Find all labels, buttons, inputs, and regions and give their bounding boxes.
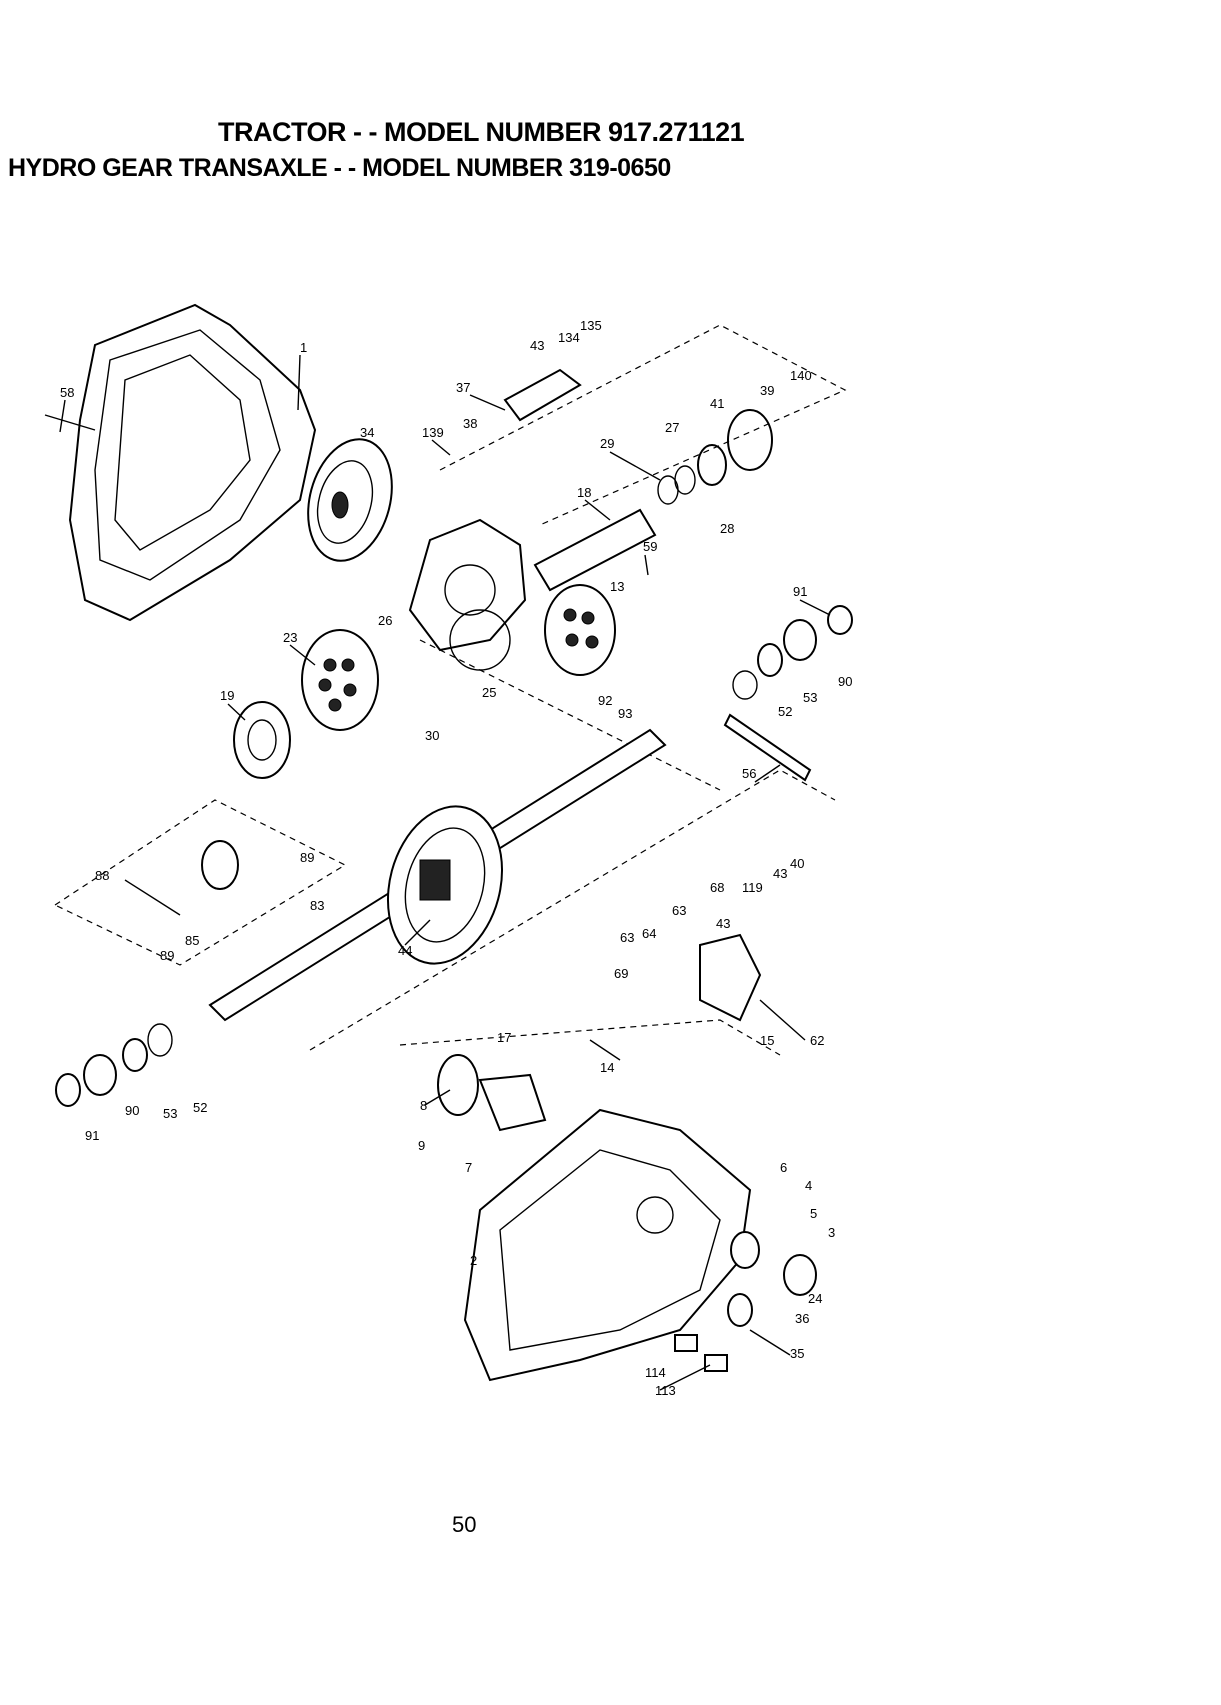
callout-140: 140 (790, 368, 812, 383)
callout-43: 43 (530, 338, 544, 353)
cylinder-block-13 (545, 585, 615, 675)
axle-washers-left (56, 1024, 172, 1106)
callout-18: 18 (577, 485, 591, 500)
pulley-34 (295, 430, 404, 570)
shaft-18 (535, 510, 655, 590)
cylinder-block-23 (302, 630, 378, 730)
axle-washers-right (733, 606, 852, 699)
callout-19: 19 (220, 688, 234, 703)
callout-83: 83 (310, 898, 324, 913)
callout-4: 4 (805, 1178, 812, 1193)
callout-30: 30 (425, 728, 439, 743)
callout-52: 52 (778, 704, 792, 719)
callout-36: 36 (795, 1311, 809, 1326)
center-section-26 (410, 520, 525, 670)
callout-135: 135 (580, 318, 602, 333)
callout-26: 26 (378, 613, 392, 628)
callout-89b: 89 (160, 948, 174, 963)
callout-134: 134 (558, 330, 580, 345)
callout-1: 1 (300, 340, 307, 355)
callout-92: 92 (598, 693, 612, 708)
callout-85: 85 (185, 933, 199, 948)
callout-89: 89 (300, 850, 314, 865)
callout-8: 8 (420, 1098, 427, 1113)
callout-3: 3 (828, 1225, 835, 1240)
callout-23: 23 (283, 630, 297, 645)
axle-44 (210, 730, 665, 1020)
callout-29: 29 (600, 436, 614, 451)
shaft-56 (725, 715, 810, 780)
callout-27: 27 (665, 420, 679, 435)
callout-93: 93 (618, 706, 632, 721)
callout-35: 35 (790, 1346, 804, 1361)
callout-43c: 43 (716, 916, 730, 931)
callout-6: 6 (780, 1160, 787, 1175)
callout-13: 13 (610, 579, 624, 594)
callout-63: 63 (672, 903, 686, 918)
brake-arm-37 (505, 370, 580, 420)
brake-plate-62 (700, 935, 760, 1020)
callout-69: 69 (614, 966, 628, 981)
transaxle-housing-lower (465, 1110, 750, 1380)
block-9 (480, 1075, 545, 1130)
callout-88: 88 (95, 868, 109, 883)
callout-28: 28 (720, 521, 734, 536)
callout-139: 139 (422, 425, 444, 440)
callout-5: 5 (810, 1206, 817, 1221)
fitting-114-113 (675, 1335, 727, 1371)
transaxle-housing-left (45, 305, 315, 620)
callout-37: 37 (456, 380, 470, 395)
callout-38: 38 (463, 416, 477, 431)
callout-2: 2 (470, 1253, 477, 1268)
callout-53: 53 (803, 690, 817, 705)
callout-17: 17 (497, 1030, 511, 1045)
callout-68: 68 (710, 880, 724, 895)
callout-63b: 63 (620, 930, 634, 945)
callout-113: 113 (655, 1383, 676, 1398)
page-number: 50 (452, 1512, 476, 1538)
callout-40: 40 (790, 856, 804, 871)
callout-56: 56 (742, 766, 756, 781)
callout-114: 114 (645, 1365, 666, 1380)
callout-14: 14 (600, 1060, 614, 1075)
callout-9: 9 (418, 1138, 425, 1153)
callout-43b: 43 (773, 866, 787, 881)
callout-39: 39 (760, 383, 774, 398)
callout-91b: 91 (85, 1128, 99, 1143)
callout-52b: 52 (193, 1100, 207, 1115)
callout-64: 64 (642, 926, 656, 941)
callout-24: 24 (808, 1291, 822, 1306)
bearing-8 (438, 1055, 478, 1115)
callout-44: 44 (398, 943, 412, 958)
callout-34: 34 (360, 425, 374, 440)
callout-53b: 53 (163, 1106, 177, 1121)
callout-90b: 90 (125, 1103, 139, 1118)
callout-41: 41 (710, 396, 724, 411)
bearing-19 (234, 702, 290, 778)
callout-7: 7 (465, 1160, 472, 1175)
callout-91: 91 (793, 584, 807, 599)
callout-90: 90 (838, 674, 852, 689)
callout-59: 59 (643, 539, 657, 554)
callout-25: 25 (482, 685, 496, 700)
gear-83-inset (125, 841, 238, 915)
callout-119: 119 (742, 880, 763, 895)
callout-58: 58 (60, 385, 74, 400)
callout-62: 62 (810, 1033, 824, 1048)
callout-15: 15 (760, 1033, 774, 1048)
